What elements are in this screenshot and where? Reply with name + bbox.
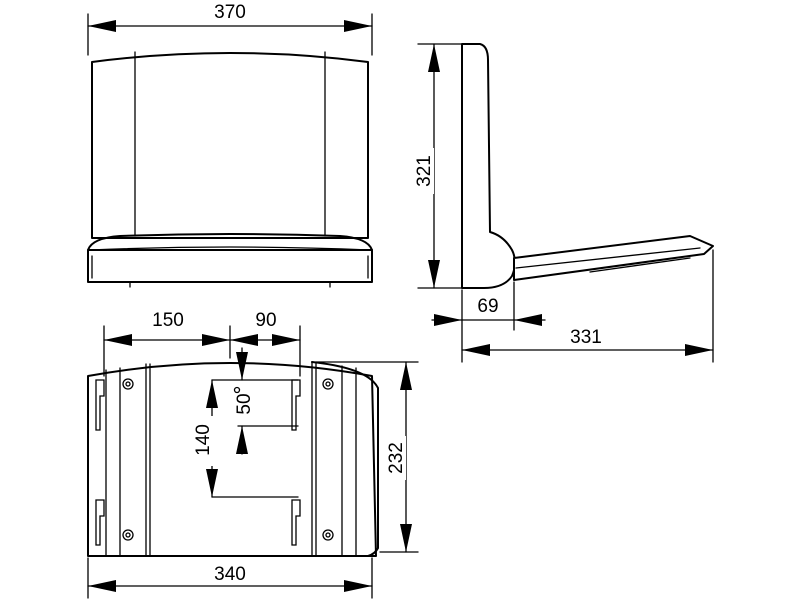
mounting-view bbox=[87, 361, 379, 557]
dim-label-370: 370 bbox=[214, 2, 246, 23]
dim-label-69: 69 bbox=[477, 296, 498, 317]
dim-label-50: 50 bbox=[234, 393, 255, 414]
dim-label-232: 232 bbox=[386, 442, 407, 474]
dim-mount-height: 232 bbox=[315, 361, 419, 553]
dim-overall-width: 370 bbox=[87, 0, 373, 56]
dim-label-140: 140 bbox=[193, 424, 214, 456]
dim-label-331: 331 bbox=[570, 327, 602, 348]
dim-hole-offset: 50 bbox=[233, 347, 255, 455]
dim-label-321: 321 bbox=[414, 155, 435, 187]
dim-hole-spacing: 140 bbox=[193, 379, 218, 498]
degree-mark bbox=[233, 386, 241, 394]
dim-bracket-spacing: 90 bbox=[229, 310, 301, 377]
dim-overall-height: 321 bbox=[412, 43, 463, 289]
dim-seat-depth: 331 bbox=[461, 249, 714, 363]
dim-label-150: 150 bbox=[152, 310, 184, 331]
dim-left-bracket-offset: 150 bbox=[103, 310, 231, 377]
screw-heads bbox=[122, 378, 334, 541]
dim-label-90: 90 bbox=[255, 310, 276, 331]
front-view bbox=[87, 51, 373, 288]
dim-label-340: 340 bbox=[214, 564, 246, 585]
dim-mount-width: 340 bbox=[87, 557, 373, 599]
side-view bbox=[461, 43, 714, 289]
